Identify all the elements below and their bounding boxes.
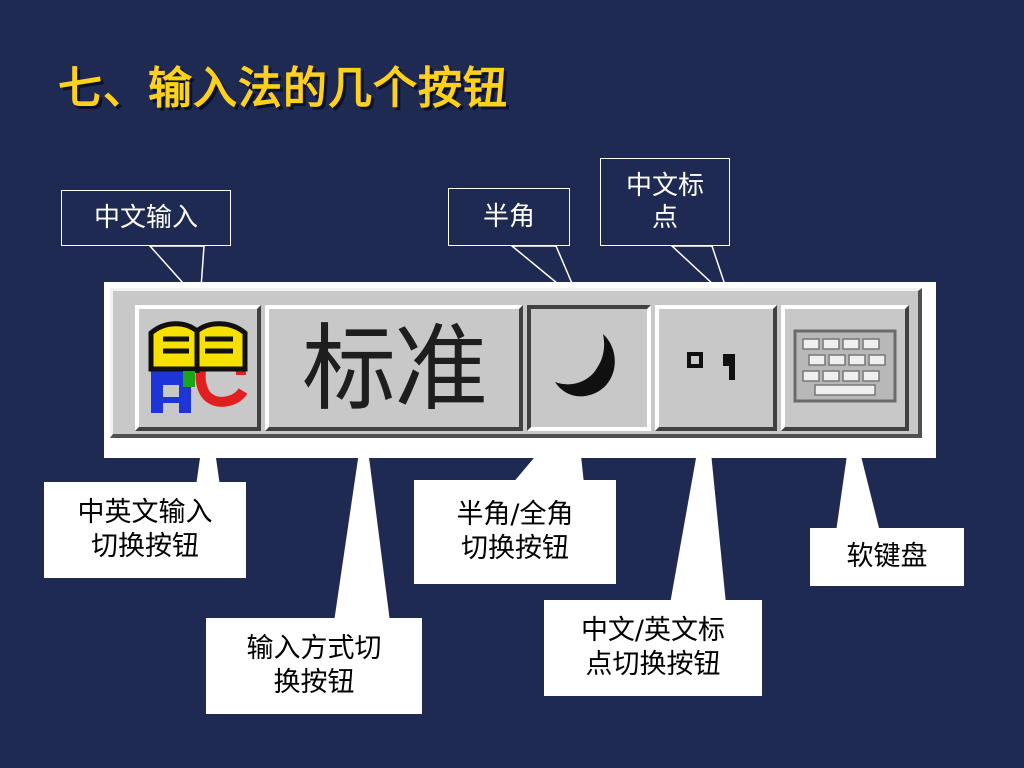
chinese-punctuation-icon (681, 346, 751, 390)
label-half-width: 半角 (448, 188, 570, 246)
soft-keyboard-icon (793, 329, 897, 407)
soft-keyboard-button[interactable] (781, 305, 909, 431)
pointer-input-mode (334, 418, 390, 622)
label-width-toggle: 半角/全角 切换按钮 (414, 480, 616, 584)
label-cn-en-toggle: 中英文输入 切换按钮 (44, 482, 246, 578)
width-toggle-button[interactable] (527, 305, 651, 431)
label-chinese-input: 中文输入 (61, 190, 231, 246)
slide-title: 七、输入法的几个按钮 (58, 63, 508, 114)
pointer-punct-toggle (670, 402, 726, 604)
label-chinese-punct: 中文标 点 (600, 158, 730, 246)
ime-toolbar: 标准 (104, 282, 936, 458)
language-toggle-button[interactable] (135, 305, 261, 431)
pointer-soft-keyboard (836, 420, 880, 532)
punctuation-toggle-button[interactable] (655, 305, 777, 431)
ime-toolbar-frame: 标准 (110, 288, 922, 438)
label-soft-keyboard: 软键盘 (810, 528, 964, 586)
label-input-mode-toggle: 输入方式切 换按钮 (206, 618, 422, 714)
half-width-moon-icon (549, 326, 629, 410)
input-mode-button[interactable]: 标准 (265, 305, 523, 431)
input-mode-text: 标准 (301, 315, 488, 424)
chinese-english-toggle-icon (145, 313, 251, 423)
label-punct-toggle: 中文/英文标 点切换按钮 (544, 600, 762, 696)
